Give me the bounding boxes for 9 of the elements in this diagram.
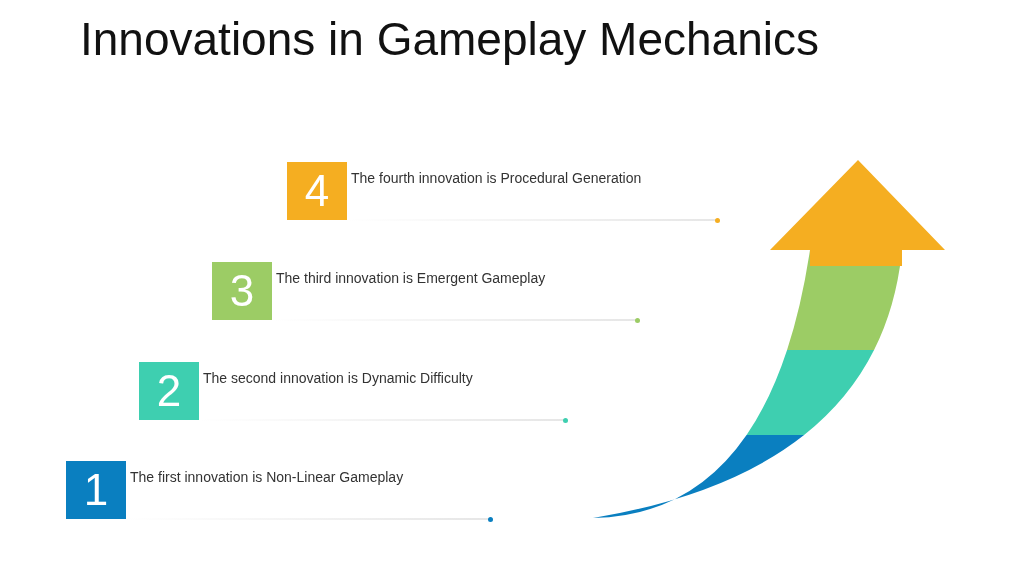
number-square: 4 <box>287 162 347 220</box>
step-description: The fourth innovation is Procedural Generation <box>351 169 643 188</box>
number-square: 2 <box>139 362 199 420</box>
title: Innovations in Gameplay Mechanics <box>80 12 819 66</box>
step-description: The second innovation is Dynamic Difficulty <box>203 369 474 388</box>
step-description: The third innovation is Emergent Gameplay <box>276 269 547 288</box>
number-square: 1 <box>66 461 126 519</box>
step-description: The first innovation is Non-Linear Gameplay <box>130 468 405 487</box>
number-square: 3 <box>212 262 272 320</box>
